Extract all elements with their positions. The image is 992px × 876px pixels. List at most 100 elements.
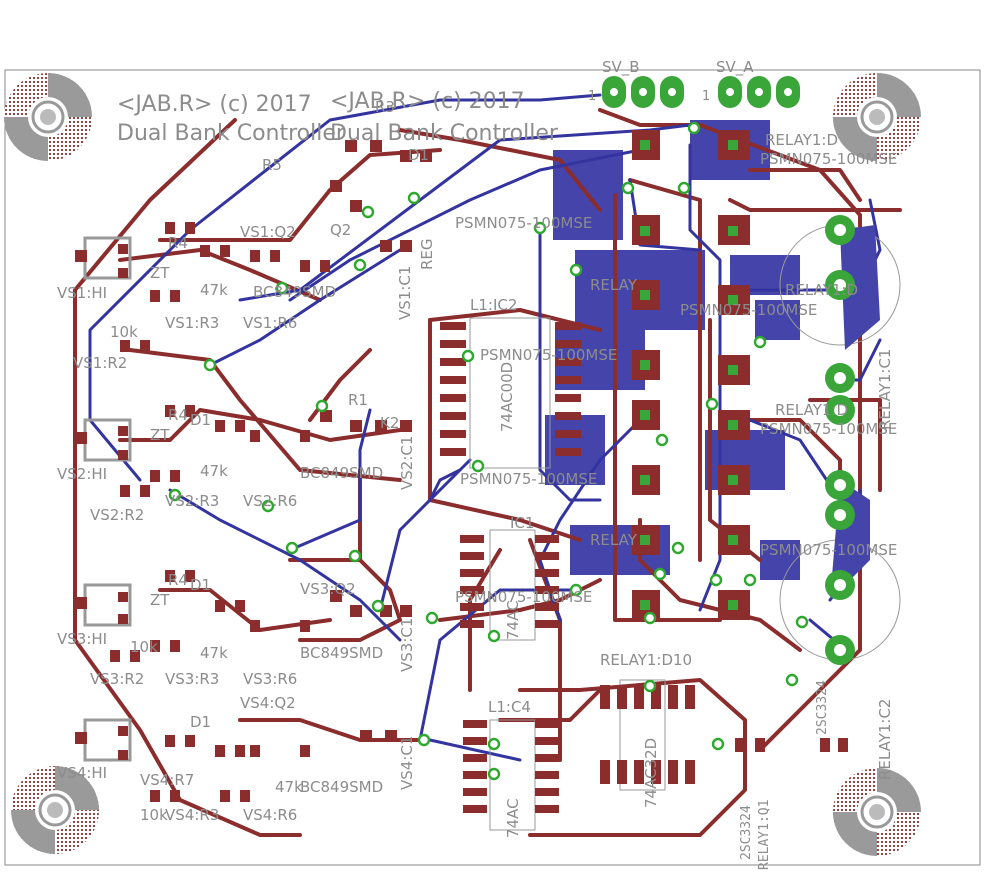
label-relay-2: RELAY: [590, 531, 638, 549]
label-10k-4: 10k: [140, 806, 168, 824]
label-bc849-1: BC849SMD: [253, 283, 336, 301]
label-r4-1: R4: [168, 234, 188, 252]
label-10k-1: 10k: [110, 323, 138, 341]
label-vs4-hi: VS4:HI: [57, 764, 107, 782]
label-relay1-c1: RELAY1:C1: [876, 349, 894, 430]
label-47k-4: 47k: [275, 778, 303, 796]
label-d1-top: D1: [408, 146, 429, 164]
label-74ac00d: 74AC00D: [498, 362, 516, 432]
label-vs3-c1: VS3:C1: [398, 618, 416, 672]
label-74ac-ic1: 74AC: [504, 600, 522, 640]
label-47k-3: 47k: [200, 644, 228, 662]
label-psmn-4: PSMN075-100MSE: [455, 588, 592, 606]
label-r4-2: R4: [168, 406, 188, 424]
vs1-components: [75, 222, 330, 352]
vs2-components: [75, 405, 310, 497]
label-reg: REG: [418, 238, 436, 270]
silkscreen-rotated-labels: REG VS1:C1 VS2:C1 VS3:C1 VS4:C1 74AC00D …: [396, 238, 894, 870]
vias: [168, 121, 809, 781]
label-vs1-r2: VS1:R2: [73, 354, 127, 372]
mounting-hole-bottom-right: [833, 768, 921, 856]
board-outline: [4, 69, 981, 866]
label-r3-top: R3: [375, 98, 395, 116]
connector-sv-a: SV_A 1: [702, 58, 800, 108]
label-ic1: IC1: [510, 514, 534, 532]
label-2sc3324-1: 2SC3324: [739, 805, 754, 860]
label-vs4-r3: VS4:R3: [165, 806, 219, 824]
label-zt-3: ZT: [150, 591, 170, 609]
label-bc849-2: BC849SMD: [300, 464, 383, 482]
title-line2-copy: Dual Bank Controller: [330, 121, 559, 146]
label-vs4-r7: VS4:R7: [140, 771, 194, 789]
label-psmn-6: PSMN075-100MSE: [680, 301, 817, 319]
sv-b-label: SV_B: [602, 58, 640, 77]
label-d1-3: D1: [190, 576, 211, 594]
sv-a-label: SV_A: [716, 58, 754, 77]
label-74ac-ic4: 74AC: [504, 798, 522, 838]
label-vs2-c1: VS2:C1: [398, 436, 416, 490]
vs3-components: [75, 570, 310, 662]
label-2sc3324-2: 2SC3324: [815, 680, 830, 735]
label-74ac32d: 74AC32D: [642, 738, 660, 808]
label-vs3-r6: VS3:R6: [243, 670, 297, 688]
ic4-footprint: [463, 719, 559, 831]
label-psmn-8: PSMN075-100MSE: [760, 541, 897, 559]
label-r1: R1: [348, 391, 368, 409]
label-d1-4: D1: [190, 713, 211, 731]
label-vs3-r2: VS3:R2: [90, 670, 144, 688]
label-d1-2: D1: [190, 411, 211, 429]
label-psmn-1: PSMN075-100MSE: [455, 214, 592, 232]
mounting-hole-top-left: [4, 73, 92, 161]
label-vs1-q2: VS1:Q2: [240, 223, 296, 241]
label-10k-3: 10k: [130, 638, 158, 656]
ic3-footprint: [600, 679, 695, 791]
label-q2: Q2: [330, 221, 351, 239]
label-vs4-c1: VS4:C1: [398, 736, 416, 790]
label-vs1-r6: VS1:R6: [243, 314, 297, 332]
top-copper-traces: [73, 108, 902, 837]
label-vs1-c1: VS1:C1: [396, 266, 414, 320]
label-k2: K2: [380, 414, 399, 432]
label-relay-d10: RELAY1:D10: [600, 651, 692, 669]
label-relay1-d: RELAY1:D: [765, 131, 838, 149]
label-relay1-c2: RELAY1:C2: [876, 699, 894, 780]
connector-sv-b: SV_B 1: [588, 58, 684, 108]
label-vs2-r2: VS2:R2: [90, 506, 144, 524]
label-psmn-5: PSMN075-100MSE: [760, 150, 897, 168]
mounting-hole-top-right: [833, 73, 921, 161]
ic1-footprint: [460, 529, 559, 641]
label-relay1-d-2: RELAY1:D: [775, 401, 848, 419]
label-zt-1: ZT: [150, 264, 170, 282]
label-vs4-r6: VS4:R6: [243, 806, 297, 824]
sv-b-pin1-label: 1: [588, 89, 596, 104]
label-vs1-r3: VS1:R3: [165, 314, 219, 332]
label-vs2-r3: VS2:R3: [165, 492, 219, 510]
label-psmn-3: PSMN075-100MSE: [460, 470, 597, 488]
label-relay-1: RELAY: [590, 276, 638, 294]
label-bc849-4: BC849SMD: [300, 778, 383, 796]
label-r4-3: R4: [168, 571, 188, 589]
label-relay1-d-3: RELAY1:D: [785, 281, 858, 299]
right-column-components: [320, 140, 848, 752]
terminal-pads: [825, 215, 855, 665]
label-vs2-r6: VS2:R6: [243, 492, 297, 510]
label-l1-ic2: L1:IC2: [470, 296, 517, 314]
label-vs1-hi: VS1:HI: [57, 284, 107, 302]
label-vs2-hi: VS2:HI: [57, 465, 107, 483]
label-bc849-3: BC849SMD: [300, 644, 383, 662]
vs4-components: [75, 718, 310, 802]
mosfet-pads: [632, 130, 750, 620]
mounting-hole-bottom-left: [11, 766, 99, 854]
label-vs3-q2: VS3:Q2: [300, 580, 356, 598]
bottom-copper-traces: [88, 93, 882, 762]
label-vs3-hi: VS3:HI: [57, 630, 107, 648]
silkscreen-labels: <JAB.R> (c) 2017 <JAB.R> (c) 2017 Dual B…: [57, 89, 897, 824]
title-line1-copy: <JAB.R> (c) 2017: [330, 89, 525, 114]
label-l1-c4: L1:C4: [488, 698, 531, 716]
title-line2: Dual Bank Controller: [117, 121, 346, 146]
label-47k-1: 47k: [200, 281, 228, 299]
label-relay1-q1: RELAY1:Q1: [757, 800, 772, 870]
label-vs3-r3: VS3:R3: [165, 670, 219, 688]
sv-a-pin1-label: 1: [702, 89, 710, 104]
